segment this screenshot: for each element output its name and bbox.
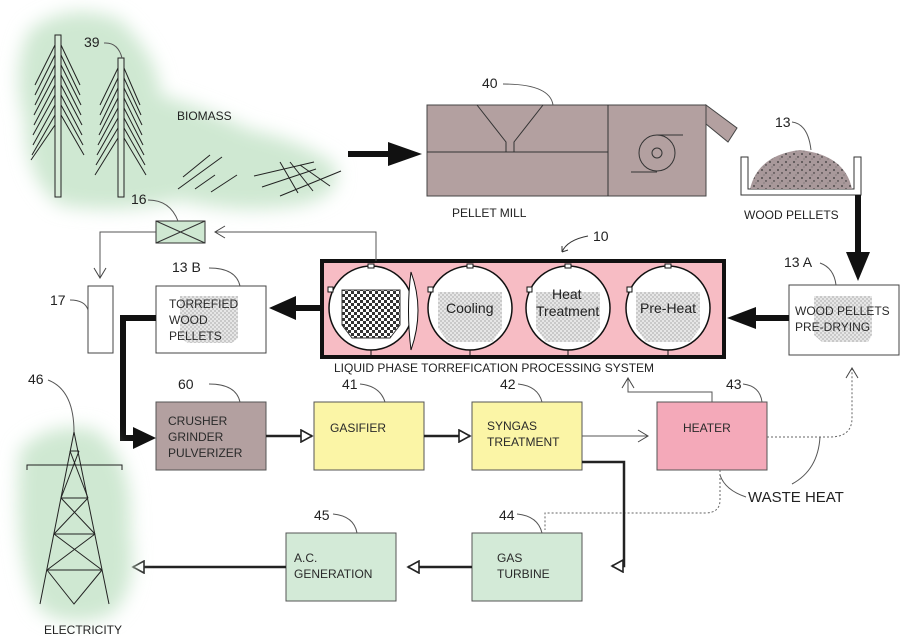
tank-1	[327, 263, 414, 356]
leader-42	[517, 383, 543, 403]
wood-pellets-pile	[740, 150, 862, 196]
torrefied-pellets-box: TORREFIED WOOD PELLETS	[155, 285, 267, 354]
ref-10: 10	[593, 228, 609, 244]
arrow-predry-to-system	[727, 307, 789, 329]
leader-16	[147, 199, 179, 222]
ref-40: 40	[482, 75, 498, 91]
leader-60	[208, 383, 241, 403]
torrefied-line-3: PELLETS	[169, 329, 222, 343]
biomass-label: BIOMASS	[177, 109, 232, 123]
leader-13b	[208, 267, 241, 287]
electricity-label: ELECTRICITY	[44, 623, 122, 636]
predry-line-1: WOOD PELLETS	[795, 304, 890, 318]
tank-4: Pre-Heat	[625, 263, 711, 356]
leader-46	[47, 379, 75, 433]
tank-divider	[408, 271, 419, 351]
ref-60: 60	[178, 376, 194, 392]
gasifier-box: GASIFIER	[313, 401, 425, 471]
tank-3-label-2: Treatment	[536, 303, 599, 319]
tree-icon	[94, 57, 147, 198]
torrefied-line-2: WOOD	[169, 313, 208, 327]
ref-17: 17	[50, 292, 66, 308]
filter-16	[155, 220, 206, 244]
heater-box: HEATER	[656, 401, 768, 471]
turbine-box: GAS TURBINE	[471, 532, 583, 602]
filter-to-silo-line	[93, 231, 156, 279]
acgen-line-2: GENERATION	[294, 567, 372, 581]
leader-43	[742, 383, 763, 403]
system-label: LIQUID PHASE TORREFICATION PROCESSING SY…	[334, 361, 654, 375]
arrow-biomass-to-mill	[348, 142, 422, 166]
tower-glow	[18, 427, 133, 622]
tank-2: Cooling	[427, 263, 513, 356]
leader-44	[516, 513, 543, 534]
ref-43: 43	[726, 376, 742, 392]
leader-41	[359, 383, 386, 403]
torrefication-system: Cooling Heat Treatment Pre-Heat	[320, 259, 726, 359]
acgen-line-1: A.C.	[294, 551, 317, 565]
tank-3-label-1: Heat	[552, 286, 582, 302]
torrefied-line-1: TORREFIED	[169, 297, 238, 311]
predry-line-2: PRE-DRYING	[795, 320, 870, 334]
ref-13: 13	[775, 114, 791, 130]
leader-10	[561, 235, 589, 253]
sticks-icon	[177, 154, 238, 193]
tank-3: Heat Treatment	[525, 263, 611, 356]
leader-45	[332, 513, 358, 534]
ref-13b: 13 B	[172, 259, 201, 275]
wood-chips-icon	[253, 161, 342, 197]
ref-41: 41	[342, 376, 358, 392]
silo-17	[87, 285, 114, 354]
waste-heat-leader-1	[719, 474, 747, 498]
waste-heat-to-predry-line	[767, 367, 859, 438]
predrying-box: WOOD PELLETS PRE-DRYING	[788, 284, 900, 356]
arrow-torrefied-to-crusher	[120, 315, 156, 449]
arrow-system-to-torrefied	[269, 296, 322, 320]
ref-16: 16	[131, 191, 147, 207]
leader-13a	[819, 262, 837, 286]
heater-line-1: HEATER	[683, 421, 731, 435]
pellet-mill	[426, 104, 738, 197]
leader-13	[791, 121, 812, 151]
leader-17	[69, 299, 89, 311]
syngas-to-turbine-line	[582, 460, 626, 568]
tank-2-label: Cooling	[446, 300, 493, 316]
crusher-box: CRUSHER GRINDER PULVERIZER	[155, 401, 267, 471]
ref-39: 39	[84, 34, 100, 50]
ref-46: 46	[28, 371, 44, 387]
wood-pellets-label: WOOD PELLETS	[744, 208, 839, 222]
transmission-tower-icon	[26, 431, 123, 605]
ref-44: 44	[499, 507, 515, 523]
tree-icon	[30, 34, 85, 198]
ref-13a: 13 A	[784, 254, 813, 270]
leader-40	[502, 83, 554, 106]
syngas-line-1: SYNGAS	[487, 419, 537, 433]
leader-39	[103, 42, 123, 59]
arrow-pellets-to-predry	[846, 195, 870, 281]
biomass-glow	[18, 12, 337, 209]
ref-45: 45	[314, 507, 330, 523]
syngas-line-2: TREATMENT	[487, 435, 560, 449]
exhaust-line	[214, 225, 377, 261]
waste-heat-to-turbine-line	[544, 470, 721, 530]
crusher-line-1: CRUSHER	[168, 414, 228, 428]
gasifier-line-1: GASIFIER	[330, 421, 386, 435]
tank-4-label: Pre-Heat	[640, 300, 696, 316]
crusher-line-2: GRINDER	[168, 430, 224, 444]
turbine-line-2: TURBINE	[497, 567, 550, 581]
pellet-mill-label: PELLET MILL	[452, 206, 527, 220]
waste-heat-leader-2	[791, 436, 821, 485]
heater-to-system-line	[621, 377, 713, 402]
syngas-box: SYNGAS TREATMENT	[471, 401, 583, 471]
turbine-line-1: GAS	[497, 551, 522, 565]
ref-42: 42	[500, 376, 516, 392]
waste-heat-label: WASTE HEAT	[748, 489, 844, 506]
crusher-line-3: PULVERIZER	[168, 446, 243, 460]
acgen-box: A.C. GENERATION	[285, 532, 397, 602]
